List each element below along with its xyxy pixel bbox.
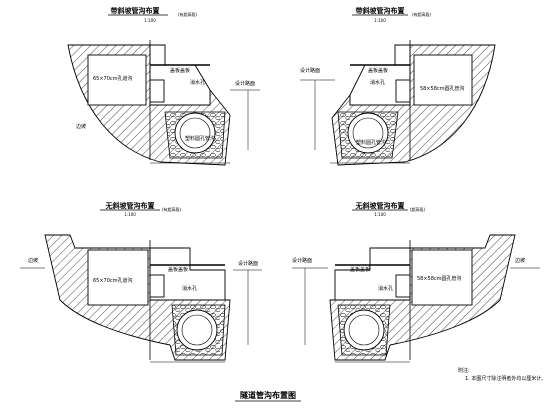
panel-bottom-left: 无斜坡管沟布置 1:100 (有超高段) 65×70cm孔道沟 盖板盖板 消水孔…: [20, 201, 262, 363]
road-label: 设计路面: [300, 67, 320, 74]
notes-block: 附注: 1. 本图尺寸除注明者外均以厘米计。: [458, 367, 546, 382]
drainage-box: [411, 249, 473, 306]
panel-title: 无斜坡管沟布置: [355, 201, 405, 210]
drain-pipe-outer: [176, 309, 218, 351]
drain-pipe-outer: [343, 309, 385, 351]
panel-top-left: 带斜坡管沟布置 1:100 (有超高段) 65×70cm孔道沟 盖板盖板 消水孔…: [67, 6, 260, 166]
panel-bottom-right: 无斜坡管沟布置 1:100 (超高段) 58×58cm圆孔管沟 盖板盖板 消水孔…: [292, 201, 540, 363]
gap-label: 消水孔: [182, 285, 197, 292]
main-title: 隧道管沟布置图: [240, 390, 296, 400]
panel-scale: 1:100: [374, 212, 386, 217]
panel-title: 无斜坡管沟布置: [105, 201, 155, 210]
drain-pipe-outer: [347, 112, 389, 154]
cover-label: 盖板盖板: [170, 67, 190, 74]
trench-cavity: [149, 44, 211, 106]
panel-scale-note: (有超高段): [162, 206, 182, 212]
pipe-label: 塑料圆孔管沟: [185, 135, 215, 142]
panel-scale: 1:100: [124, 212, 136, 217]
gap-label: 消水孔: [370, 79, 385, 86]
road-label: 设计路面: [238, 260, 258, 267]
drain-pipe-inner: [179, 117, 211, 149]
drainage-box: [413, 54, 473, 106]
panel-scale-note: (超高段): [410, 206, 426, 212]
drain-pipe-outer: [174, 112, 216, 154]
small-gap: [149, 274, 165, 298]
drainage-box: [87, 54, 147, 106]
notes-body: 1. 本图尺寸除注明者外均以厘米计。: [465, 375, 546, 382]
cover-label: 盖板盖板: [350, 266, 370, 273]
panel-top-right: 带斜坡管沟布置 1:100 (有超高段) 58×58cm圆孔管沟 盖板盖板 消水…: [300, 6, 496, 166]
road-label: 设计路面: [292, 257, 312, 264]
small-gap: [395, 79, 411, 103]
slope-label: 边坡: [28, 257, 38, 264]
small-gap: [395, 274, 411, 298]
drainage-box: [87, 249, 149, 306]
slope-label: 边坡: [515, 257, 525, 264]
pipe-label: 塑料圆孔管沟: [356, 139, 386, 146]
cover-label: 盖板盖板: [368, 67, 388, 74]
panel-title: 带斜坡管沟布置: [356, 6, 405, 15]
cover-label: 盖板盖板: [168, 266, 188, 273]
drain-pipe-inner: [348, 314, 380, 346]
box-label: 65×70cm孔道沟: [93, 277, 133, 284]
box-label: 58×58cm圆孔管沟: [420, 85, 465, 92]
panel-scale-note: (有超高段): [178, 11, 198, 17]
panel-scale: 1:100: [374, 18, 386, 23]
gap-label: 消水孔: [378, 285, 393, 292]
gap-label: 消水孔: [190, 79, 205, 86]
panel-title: 带斜坡管沟布置: [111, 6, 160, 15]
drain-pipe-inner: [352, 117, 384, 149]
panel-scale-note: (有超高段): [412, 11, 432, 17]
panel-scale: 1:100: [144, 18, 156, 23]
drain-pipe-inner: [181, 314, 213, 346]
notes-heading: 附注:: [458, 367, 470, 374]
road-label: 设计路面: [235, 80, 255, 87]
box-label: 65×70cm孔道沟: [93, 75, 133, 82]
box-label: 58×58cm圆孔管沟: [417, 275, 462, 282]
small-gap: [149, 79, 165, 103]
slope-label: 边坡: [76, 123, 86, 130]
trench-cavity: [349, 44, 411, 106]
